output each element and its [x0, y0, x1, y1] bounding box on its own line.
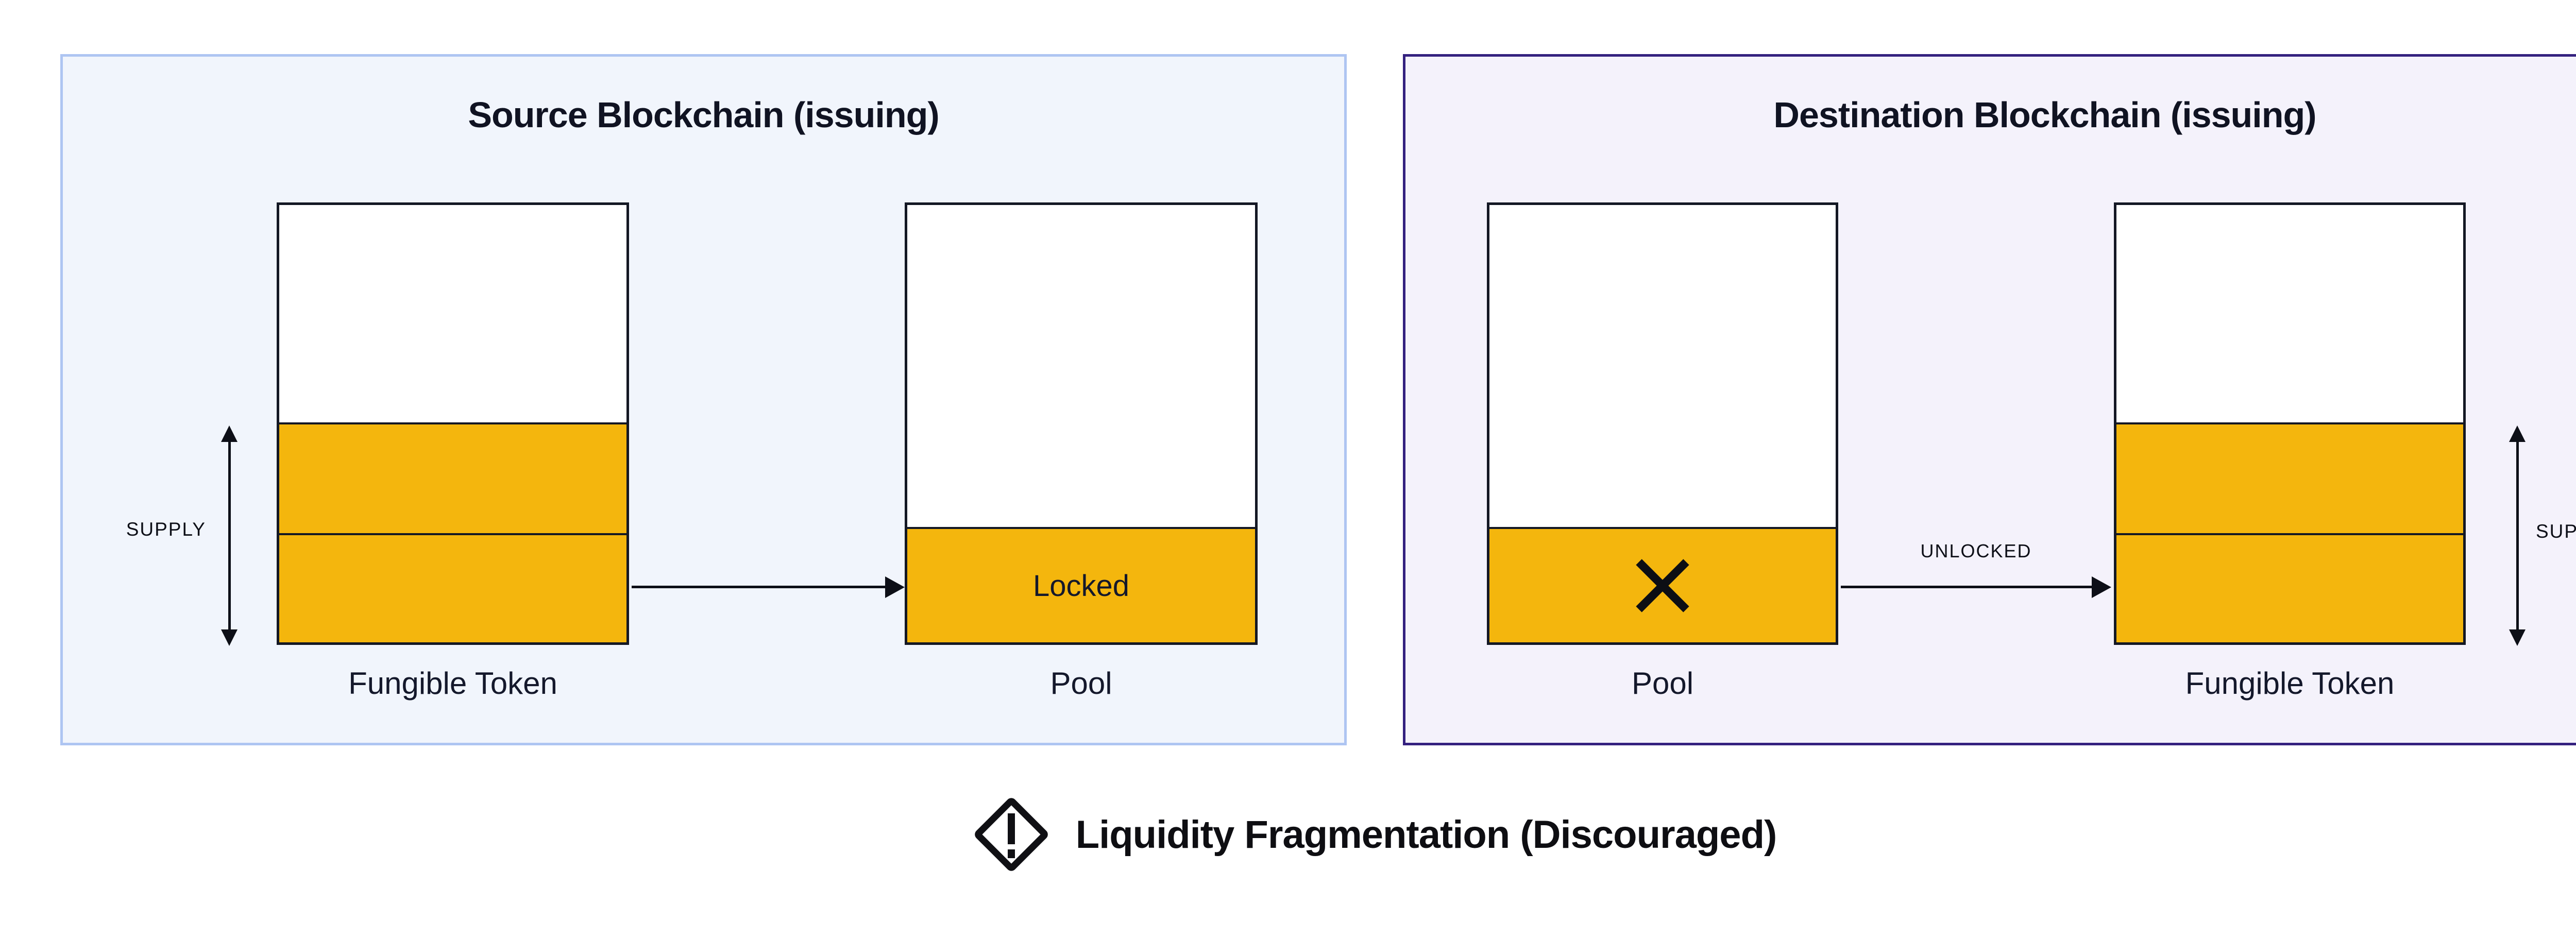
- token-segment-empty: [2116, 205, 2463, 422]
- token-segment-supply-upper: [2116, 422, 2463, 533]
- unlocked-label: UNLOCKED: [1920, 540, 2032, 561]
- token-segment-supply-lower: [2116, 533, 2463, 642]
- destination-pool-box-label: Pool: [1631, 666, 1694, 701]
- token-segment-empty: [279, 205, 626, 422]
- arrowhead-up-icon: [221, 425, 238, 442]
- pool-segment-locked: Locked: [907, 527, 1255, 642]
- pool-segment-empty: [1489, 205, 1836, 527]
- pool-segment-emptied: [1489, 527, 1836, 642]
- destination-fungible-token-box: [2114, 202, 2466, 645]
- caption-text: Liquidity Fragmentation (Discouraged): [1075, 812, 1777, 857]
- arrowhead-right-icon: [885, 576, 905, 598]
- arrowhead-up-icon: [2509, 425, 2526, 442]
- exclamation-dot: [1007, 849, 1015, 858]
- locked-label: Locked: [1032, 569, 1130, 603]
- token-segment-supply-lower: [279, 533, 626, 642]
- source-panel-title: Source Blockchain (issuing): [468, 95, 939, 135]
- arrowhead-right-icon: [2092, 576, 2111, 598]
- arrowhead-down-icon: [2509, 629, 2526, 646]
- lock-transfer-arrow-icon: [632, 586, 887, 588]
- token-segment-supply-upper: [279, 422, 626, 533]
- source-token-box-label: Fungible Token: [348, 666, 557, 701]
- supply-range-arrow-icon: [228, 441, 231, 630]
- destination-panel-title: Destination Blockchain (issuing): [1773, 95, 2316, 135]
- x-mark-icon: [1636, 557, 1689, 614]
- destination-pool-box: [1487, 202, 1838, 645]
- source-supply-label: SUPPLY: [126, 519, 206, 540]
- source-pool-box-label: Pool: [1050, 666, 1112, 701]
- exclamation-mark-icon: [1007, 813, 1015, 844]
- arrowhead-down-icon: [221, 629, 238, 646]
- pool-segment-empty: [907, 205, 1255, 527]
- destination-token-box-label: Fungible Token: [2185, 666, 2395, 701]
- source-fungible-token-box: [277, 202, 629, 645]
- source-pool-box: Locked: [905, 202, 1258, 645]
- warning-diamond-icon: [972, 796, 1050, 873]
- unlock-transfer-arrow-icon: [1841, 586, 2092, 588]
- caption: Liquidity Fragmentation (Discouraged): [0, 796, 2576, 873]
- supply-range-arrow-icon: [2516, 441, 2519, 630]
- destination-supply-label: SUPPLY: [2536, 521, 2576, 542]
